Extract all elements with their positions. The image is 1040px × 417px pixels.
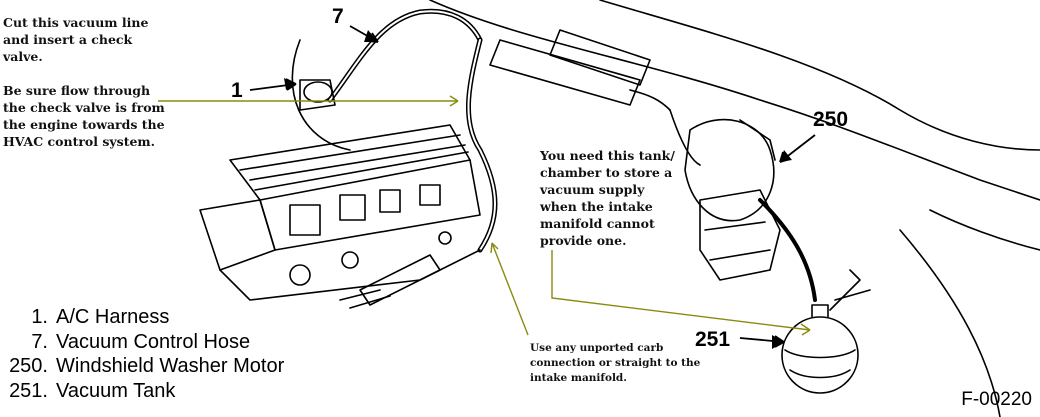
note-line: You need this tank/: [540, 148, 675, 163]
note-line: and insert a check: [3, 32, 133, 47]
note-flow: Be sure flow through the check valve is …: [3, 82, 165, 150]
note-line: manifold cannot: [540, 216, 655, 231]
note-line: the check valve is from: [3, 100, 165, 115]
legend-item: 7.Vacuum Control Hose: [31, 330, 251, 353]
note-line: HVAC control system.: [3, 134, 156, 149]
canister-tube: [489, 29, 701, 166]
carb-arrow: [491, 242, 529, 336]
engine-block: [199, 124, 481, 309]
legend-item: 250.Windshield Washer Motor: [9, 355, 285, 377]
note-line: when the intake: [540, 199, 653, 214]
legend-item: 251.Vacuum Tank: [9, 379, 176, 402]
note-carb: Use any unported carb connection or stra…: [530, 341, 700, 386]
figure-id: F-00220: [961, 389, 1032, 410]
note-line: provide one.: [540, 233, 627, 248]
note-line: valve.: [3, 49, 43, 64]
note-line: Be sure flow through: [3, 83, 151, 98]
legend-item: 1.A/C Harness: [31, 306, 170, 328]
vacuum-tank: [781, 269, 871, 394]
note-line: Use any unported carb: [530, 342, 664, 354]
callout-7: 7: [332, 5, 344, 28]
washer-motor: [684, 118, 781, 281]
fender-outline: [429, 0, 1040, 201]
note-line: vacuum supply: [540, 182, 645, 197]
note-line: Cut this vacuum line: [3, 15, 149, 30]
note-line: the engine towards the: [3, 117, 165, 132]
parts-legend: 1.A/C Harness 7.Vacuum Control Hose 250.…: [0, 305, 284, 403]
ac-harness-connector: [303, 81, 333, 103]
note-line: chamber to store a: [540, 165, 673, 180]
callout-251: 251: [695, 328, 731, 351]
vacuum-control-hose: [327, 8, 483, 103]
note-line: connection or straight to the: [530, 357, 701, 369]
note-tank: You need this tank/ chamber to store a v…: [540, 147, 675, 249]
callout-250: 250: [813, 108, 849, 131]
tank-arrow: [551, 250, 811, 331]
callout-1: 1: [231, 79, 243, 102]
note-cut-line: Cut this vacuum line and insert a check …: [3, 14, 148, 65]
note-line: intake manifold.: [530, 372, 627, 384]
